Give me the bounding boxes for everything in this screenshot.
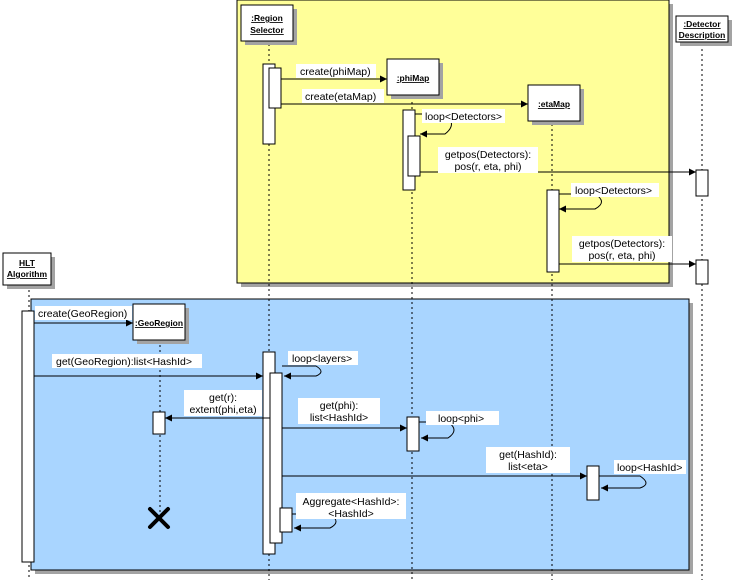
label-getpos-1-line1: getpos(Detectors):	[445, 149, 531, 161]
label-getpos-1-line2: pos(r, eta, phi)	[454, 161, 521, 173]
activation-region-selector-2c	[279, 507, 293, 533]
label-get-hashid-line1: get(HashId):	[499, 449, 557, 461]
activation-phimap-1b	[407, 135, 421, 177]
label-bg-get-georegion	[52, 354, 202, 368]
object-hlt-algorithm[interactable]: HLT Algorithm	[2, 252, 55, 289]
label-loop-detectors-2: loop<Detectors>	[575, 185, 652, 197]
label-bg-loop-layers	[288, 351, 358, 365]
label-create-phimap: create(phiMap)	[300, 66, 371, 78]
activation-detector-2	[695, 259, 709, 285]
region-selector-title-2: Selector	[250, 25, 284, 35]
etamap-title: :etaMap	[538, 99, 570, 109]
label-bg-loop-hashid	[614, 460, 686, 474]
object-etamap[interactable]: :etaMap	[527, 84, 584, 125]
activation-region-selector-2b	[269, 372, 283, 544]
activation-phimap-2	[406, 416, 420, 452]
label-create-etamap: create(etaMap)	[305, 91, 376, 103]
activation-etamap-1	[546, 189, 560, 273]
label-create-georegion: create(GeoRegion)	[38, 308, 127, 320]
x-destroy-icon	[148, 507, 170, 529]
arrow-loop-layers	[282, 365, 322, 380]
activation-georegion	[152, 411, 166, 435]
label-bg-loop-detectors-1	[422, 109, 505, 123]
arrow-loop-hashid	[599, 475, 647, 492]
label-bg-get-r	[184, 390, 262, 416]
activation-region-selector-1b	[268, 67, 282, 109]
label-bg-loop-phi	[426, 411, 499, 425]
label-aggregate-line1: Aggregate<HashId>:	[303, 496, 400, 508]
blue-region	[30, 298, 690, 571]
label-bg-create-georegion	[35, 306, 132, 320]
label-get-hashid-line2: list<eta>	[508, 461, 548, 473]
region-selector-title-1: :Region	[251, 13, 283, 23]
phimap-title: :phiMap	[397, 73, 430, 83]
label-bg-create-phimap	[296, 64, 376, 78]
label-bg-create-etamap	[302, 89, 384, 103]
detector-description-title-1: :Detector	[683, 19, 721, 29]
activation-hlt-algorithm	[21, 310, 35, 563]
label-get-georegion: get(GeoRegion):list<HashId>	[56, 356, 192, 368]
label-get-phi-line1: get(phi):	[320, 400, 359, 412]
detector-description-title-2: Description	[679, 30, 726, 40]
label-bg-getpos-1	[438, 147, 538, 173]
label-getpos-2-line1: getpos(Detectors):	[579, 238, 665, 250]
object-phimap[interactable]: :phiMap	[386, 58, 443, 99]
label-aggregate-line2: <HashId>	[328, 508, 374, 520]
label-bg-aggregate	[296, 493, 406, 519]
activation-detector-1	[695, 169, 709, 197]
hlt-algorithm-title-2: Algorithm	[7, 269, 48, 279]
label-getpos-2-line2: pos(r, eta, phi)	[588, 250, 655, 262]
activation-etamap-2	[586, 465, 600, 501]
label-get-r-line1: get(r):	[209, 392, 237, 404]
label-bg-loop-detectors-2	[571, 183, 659, 197]
label-bg-get-phi	[298, 398, 380, 424]
object-georegion[interactable]: :GeoRegion	[132, 303, 189, 344]
label-loop-hashid: loop<HashId>	[617, 462, 682, 474]
label-bg-getpos-2	[572, 236, 672, 262]
label-bg-get-hashid	[486, 447, 570, 473]
object-region-selector[interactable]: :Region Selector	[240, 4, 297, 45]
label-get-r-line2: extent(phi,eta)	[189, 404, 256, 416]
georegion-title: :GeoRegion	[135, 318, 183, 328]
yellow-region	[236, 0, 670, 284]
object-detector-description[interactable]: :Detector Description	[675, 15, 732, 46]
label-get-phi-line2: list<HashId>	[310, 412, 368, 424]
label-loop-detectors-1: loop<Detectors>	[425, 111, 502, 123]
label-loop-phi: loop<phi>	[438, 413, 484, 425]
hlt-algorithm-title-1: HLT	[19, 258, 36, 268]
label-loop-layers: loop<layers>	[292, 353, 352, 365]
